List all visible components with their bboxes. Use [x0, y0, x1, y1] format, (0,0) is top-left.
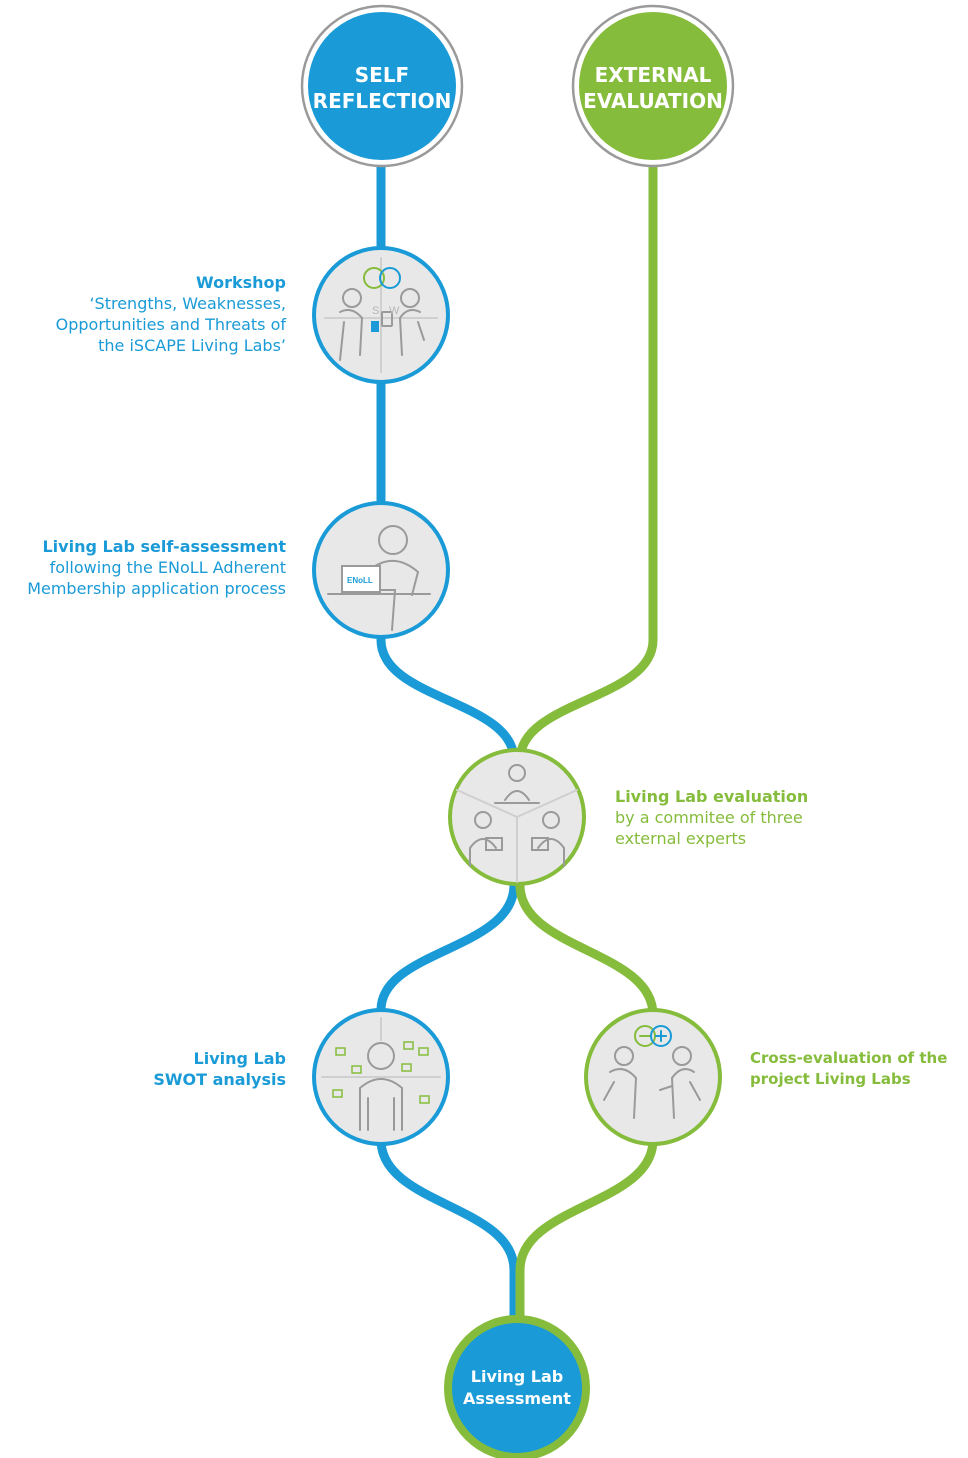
workshop-node: S W	[312, 246, 450, 384]
evaluation-label: Living Lab evaluation by a commitee of t…	[615, 786, 875, 849]
person-laptop-icon	[327, 525, 431, 631]
swot-title-line-1: Living Lab	[193, 1049, 286, 1068]
workshop-title: Workshop	[196, 273, 286, 292]
workshop-line-3: the iSCAPE Living Labs’	[98, 336, 286, 355]
swot-title-line-2: SWOT analysis	[153, 1070, 286, 1089]
self-reflection-label: SELF REFLECTION	[302, 62, 462, 114]
workshop-line-2: Opportunities and Threats of	[55, 315, 286, 334]
cross-evaluation-node	[584, 1008, 722, 1146]
minus-plus-discussion-icon	[603, 1025, 701, 1119]
self-assessment-line-1: following the ENoLL Adherent	[49, 558, 286, 577]
assessment-line1: Living Lab	[470, 1367, 564, 1386]
workshop-letter-s: S	[372, 305, 379, 317]
self-assessment-line-2: Membership application process	[27, 579, 286, 598]
external-evaluation-line2: EVALUATION	[583, 89, 723, 113]
cross-evaluation-label: Cross-evaluation of the project Living L…	[750, 1048, 966, 1090]
self-assessment-node: ENoLL	[312, 501, 450, 639]
laptop-enoll-label: ENoLL	[347, 576, 373, 585]
three-experts-icon	[456, 764, 578, 883]
self-assessment-title: Living Lab self-assessment	[42, 537, 286, 556]
assessment-label: Living Lab Assessment	[437, 1366, 597, 1410]
evaluation-node	[448, 748, 586, 886]
self-reflection-line2: REFLECTION	[312, 89, 452, 113]
workshop-letter-w: W	[389, 305, 400, 317]
workshop-line-1: ‘Strengths, Weaknesses,	[89, 294, 286, 313]
evaluation-line-1: by a commitee of three	[615, 808, 803, 827]
swot-label: Living Lab SWOT analysis	[80, 1048, 286, 1090]
swot-board-icon	[321, 1017, 441, 1131]
workshop-label: Workshop ‘Strengths, Weaknesses, Opportu…	[20, 272, 286, 356]
swot-node	[312, 1008, 450, 1146]
evaluation-title: Living Lab evaluation	[615, 787, 809, 806]
green-path-top	[515, 160, 658, 765]
external-evaluation-line1: EXTERNAL	[594, 63, 712, 87]
self-reflection-line1: SELF	[354, 63, 410, 87]
external-evaluation-label: EXTERNAL EVALUATION	[573, 62, 733, 114]
assessment-node	[444, 1315, 590, 1458]
two-people-discussion-icon	[324, 257, 438, 373]
blue-path-top	[376, 160, 519, 765]
cross-evaluation-title-line-2: project Living Labs	[750, 1070, 911, 1088]
self-assessment-label: Living Lab self-assessment following the…	[6, 536, 286, 599]
evaluation-line-2: external experts	[615, 829, 747, 848]
cross-evaluation-title-line-1: Cross-evaluation of the	[750, 1049, 948, 1067]
assessment-line2: Assessment	[463, 1389, 571, 1408]
